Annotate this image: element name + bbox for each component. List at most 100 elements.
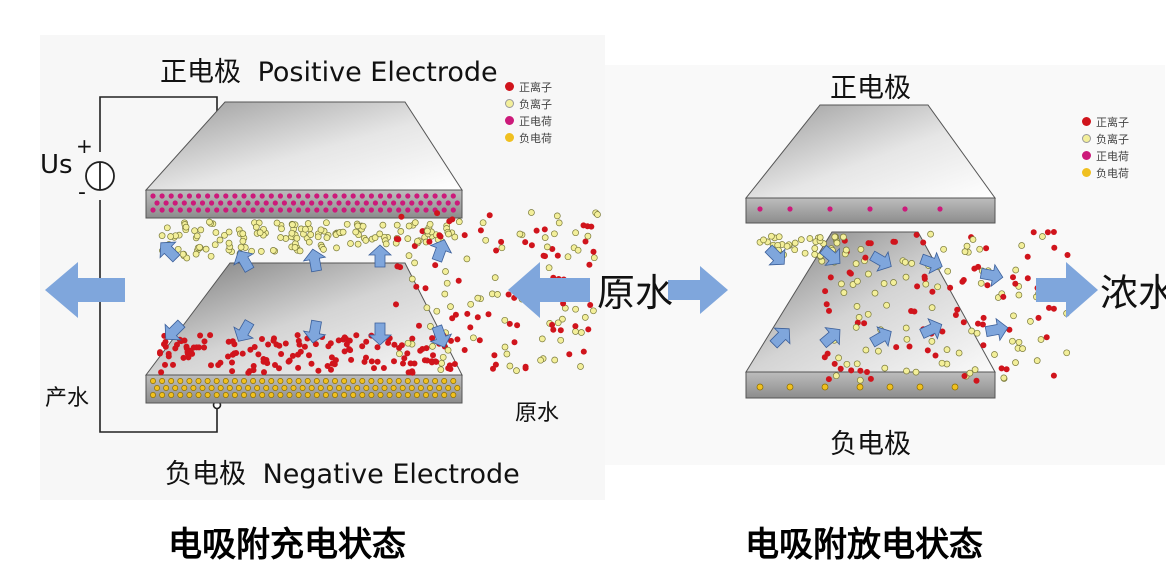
negative-charge-dot bbox=[235, 385, 242, 391]
positive-ion-dot bbox=[407, 360, 414, 367]
negative-ion-dot bbox=[225, 239, 233, 247]
negative-ion-dot bbox=[174, 245, 182, 253]
positive-ion-dot bbox=[393, 301, 399, 308]
negative-ion-dot bbox=[908, 260, 916, 267]
raw-water-inflow-arrow bbox=[508, 262, 590, 318]
negative-charge-dot bbox=[299, 385, 306, 391]
positive-charge-dot bbox=[441, 193, 447, 199]
negative-charge-dot bbox=[395, 378, 402, 384]
positive-ion-dot bbox=[421, 357, 428, 364]
negative-ion-dot bbox=[594, 211, 601, 218]
positive-ion-dot bbox=[409, 335, 416, 342]
negative-ion-dot bbox=[856, 376, 864, 384]
positive-charge-dot bbox=[223, 207, 229, 213]
negative-charge-dot bbox=[277, 378, 284, 384]
positive-ion-dot bbox=[960, 319, 967, 326]
concentrate-label: 浓水 bbox=[1100, 271, 1166, 315]
negative-ion-dot bbox=[470, 334, 477, 342]
positive-ion-dot bbox=[826, 307, 832, 314]
negative-ion-dot bbox=[438, 359, 445, 367]
negative-charge-dot bbox=[168, 378, 175, 384]
negative-charge-dot bbox=[432, 392, 439, 398]
negative-ion-dot bbox=[890, 279, 897, 286]
flow-arrow-icon bbox=[233, 319, 255, 342]
negative-charge-dot bbox=[272, 385, 279, 391]
negative-ion-dot bbox=[551, 230, 558, 238]
positive-ion-dot bbox=[430, 352, 436, 359]
negative-ion-dot bbox=[922, 280, 930, 288]
positive-charge-dot bbox=[290, 200, 297, 206]
positive-ion-dot bbox=[588, 223, 595, 230]
positive-ion-dot bbox=[346, 337, 353, 344]
negative-charge-dot bbox=[432, 378, 439, 384]
positive-ion-dot bbox=[862, 254, 869, 261]
negative-ion-dot bbox=[427, 323, 434, 330]
concentrate-outflow-arrow bbox=[1036, 262, 1098, 318]
negative-charge-dot bbox=[195, 392, 202, 398]
negative-ion-dot bbox=[404, 235, 412, 242]
positive-ion-dot bbox=[983, 245, 990, 252]
positive-ion-dot bbox=[980, 342, 987, 349]
negative-charge-dot bbox=[241, 392, 247, 398]
negative-charge-dot bbox=[231, 378, 238, 384]
negative-ion-dot bbox=[207, 252, 215, 260]
positive-ion-dot bbox=[404, 350, 411, 357]
positive-ion-dot bbox=[282, 340, 289, 347]
negative-charge-dot bbox=[395, 392, 402, 398]
positive-ion-dot bbox=[229, 338, 236, 345]
positive-charge-dot bbox=[372, 200, 378, 206]
positive-charge-dot bbox=[250, 207, 256, 213]
negative-charge-dot bbox=[313, 392, 320, 398]
positive-ion-dot bbox=[461, 347, 468, 353]
positive-charge-dot bbox=[263, 200, 269, 206]
positive-ion-dot bbox=[247, 346, 254, 353]
positive-ion-dot bbox=[587, 302, 594, 308]
negative-ion-dot bbox=[574, 246, 582, 254]
legend-label: 正离子 bbox=[519, 80, 552, 94]
positive-ion-dot bbox=[921, 275, 928, 282]
negative-charge-dot bbox=[213, 378, 220, 384]
negative-ion-dot bbox=[928, 304, 936, 311]
negative-ion-dot bbox=[553, 212, 561, 220]
negative-charge-dot bbox=[951, 383, 959, 391]
positive-charge-dot bbox=[409, 200, 415, 206]
legend-item: 正离子 bbox=[1082, 113, 1129, 130]
negative-charge-dot bbox=[308, 385, 315, 391]
positive-ion-dot bbox=[857, 367, 864, 374]
negative-ion-dot bbox=[564, 253, 572, 261]
negative-charge-dot bbox=[313, 378, 320, 384]
positive-charge-dot bbox=[902, 206, 908, 212]
positive-ion-dot bbox=[229, 359, 235, 366]
negative-charge-dot-icon bbox=[1082, 168, 1091, 177]
negative-charge-dot bbox=[404, 392, 411, 398]
negative-charge-dot bbox=[441, 378, 448, 384]
negative-charge-dot bbox=[326, 385, 333, 391]
flow-arrow-icon bbox=[984, 317, 1009, 342]
positive-ion-dot bbox=[324, 363, 331, 369]
negative-ion-dot bbox=[760, 236, 767, 244]
negative-ion-dot bbox=[806, 235, 814, 242]
negative-ion-dot bbox=[323, 219, 330, 227]
negative-charge-dot bbox=[436, 385, 443, 391]
positive-ion-dot bbox=[272, 362, 278, 368]
positive-charge-dot bbox=[414, 207, 420, 213]
positive-ion-dot bbox=[394, 263, 401, 270]
negative-ion-dot bbox=[1012, 359, 1019, 366]
positive-ion-dot bbox=[419, 346, 426, 352]
negative-ion-dot bbox=[314, 233, 322, 241]
negative-ion-dot bbox=[196, 243, 203, 251]
flow-arrow-icon bbox=[819, 327, 841, 349]
positive-ion-dot bbox=[1050, 305, 1057, 312]
negative-ion-dot bbox=[862, 346, 870, 354]
positive-ion-dot bbox=[1051, 244, 1058, 251]
positive-ion-dot bbox=[454, 336, 461, 343]
negative-charge-dot bbox=[399, 385, 406, 391]
negative-ion-dot bbox=[491, 274, 499, 281]
negative-ion-dot bbox=[397, 228, 405, 235]
positive-ion-dot bbox=[980, 314, 987, 321]
positive-charge-dot bbox=[305, 207, 311, 213]
positive-ion-dot bbox=[197, 332, 204, 339]
positive-ion-dot bbox=[984, 282, 991, 289]
positive-ion-dot bbox=[207, 332, 214, 339]
negative-ion-dot bbox=[977, 279, 985, 287]
